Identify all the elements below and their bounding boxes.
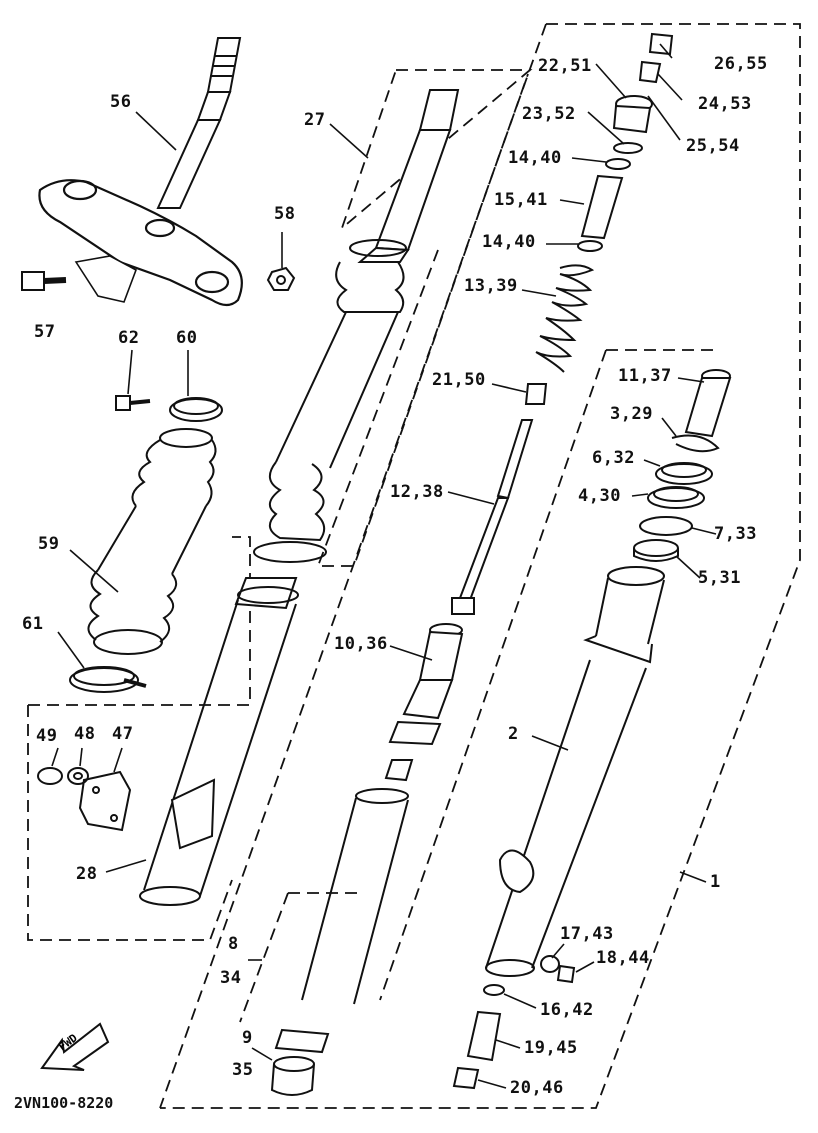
label-4-30: 4,30 bbox=[578, 486, 621, 506]
label-60: 60 bbox=[176, 328, 198, 348]
slide-metal-11 bbox=[684, 369, 732, 438]
label-18-44: 18,44 bbox=[596, 948, 650, 968]
bolt-57 bbox=[21, 271, 67, 291]
clamp-47 bbox=[78, 770, 132, 832]
label-25-54: 25,54 bbox=[686, 136, 740, 156]
fork-inner-tube-27 bbox=[234, 89, 460, 610]
cap-22 bbox=[612, 95, 653, 134]
washer-14-bottom bbox=[577, 240, 603, 252]
label-47: 47 bbox=[112, 724, 134, 744]
label-13-39: 13,39 bbox=[464, 276, 518, 296]
steering-stem-56 bbox=[156, 37, 242, 209]
fork-boot-59 bbox=[87, 428, 217, 655]
group-outline-8-9 bbox=[239, 892, 360, 1023]
label-8: 8 bbox=[228, 934, 239, 954]
label-1: 1 bbox=[710, 872, 721, 892]
drawing-code: 2VN100-8220 bbox=[14, 1094, 114, 1112]
washer-48 bbox=[67, 767, 89, 785]
band-60 bbox=[169, 397, 223, 422]
label-12-38: 12,38 bbox=[390, 482, 444, 502]
label-19-45: 19,45 bbox=[524, 1038, 578, 1058]
label-14-40-bottom: 14,40 bbox=[482, 232, 536, 252]
label-2: 2 bbox=[508, 724, 519, 744]
label-56: 56 bbox=[110, 92, 132, 112]
cap-49 bbox=[37, 767, 63, 785]
label-26-55: 26,55 bbox=[714, 54, 768, 74]
label-15-41: 15,41 bbox=[494, 190, 548, 210]
cylinder-10 bbox=[384, 623, 464, 782]
group-outline-11-lower bbox=[379, 349, 720, 1001]
label-62: 62 bbox=[118, 328, 140, 348]
label-34: 34 bbox=[220, 968, 242, 988]
clip-3 bbox=[671, 434, 720, 453]
damper-rod-12 bbox=[451, 419, 534, 615]
label-28: 28 bbox=[76, 864, 98, 884]
group-outline-outer-tube-assembly bbox=[159, 23, 801, 1109]
band-61 bbox=[69, 666, 147, 693]
group-outline-28 bbox=[27, 536, 251, 941]
label-21-50: 21,50 bbox=[432, 370, 486, 390]
washer-14-top bbox=[605, 158, 631, 170]
label-17-43: 17,43 bbox=[560, 924, 614, 944]
oring-23 bbox=[613, 142, 643, 154]
label-7-33: 7,33 bbox=[714, 524, 757, 544]
dust-seal-6 bbox=[655, 462, 713, 485]
label-59: 59 bbox=[38, 534, 60, 554]
screw-20 bbox=[452, 1066, 480, 1090]
under-bracket bbox=[38, 179, 243, 307]
oil-seal-4 bbox=[647, 486, 705, 509]
label-6-32: 6,32 bbox=[592, 448, 635, 468]
bushing-9 bbox=[270, 1056, 315, 1096]
label-58: 58 bbox=[274, 204, 296, 224]
label-11-37: 11,37 bbox=[618, 366, 672, 386]
label-35: 35 bbox=[232, 1060, 254, 1080]
bolt-18 bbox=[556, 964, 576, 984]
label-22-51: 22,51 bbox=[538, 56, 592, 76]
nut-24 bbox=[638, 60, 662, 84]
label-16-42: 16,42 bbox=[540, 1000, 594, 1020]
bushing-5 bbox=[633, 539, 679, 562]
inner-tube-8 bbox=[274, 788, 409, 1054]
gasket-16 bbox=[483, 984, 505, 996]
screw-62 bbox=[115, 395, 151, 411]
label-49: 49 bbox=[36, 726, 58, 746]
label-14-40-top: 14,40 bbox=[508, 148, 562, 168]
label-27: 27 bbox=[304, 110, 326, 130]
outer-tube-28 bbox=[139, 586, 299, 906]
label-57: 57 bbox=[34, 322, 56, 342]
label-24-53: 24,53 bbox=[698, 94, 752, 114]
label-10-36: 10,36 bbox=[334, 634, 388, 654]
spacer-15 bbox=[580, 174, 624, 240]
nut-58 bbox=[266, 266, 296, 291]
rebound-spring-21 bbox=[524, 383, 548, 405]
gasket-17 bbox=[540, 955, 560, 973]
plunger-19 bbox=[466, 1010, 502, 1062]
washer-7 bbox=[639, 516, 693, 536]
label-9: 9 bbox=[242, 1028, 253, 1048]
label-20-46: 20,46 bbox=[510, 1078, 564, 1098]
label-3-29: 3,29 bbox=[610, 404, 653, 424]
label-61: 61 bbox=[22, 614, 44, 634]
label-5-31: 5,31 bbox=[698, 568, 741, 588]
leader-lines bbox=[51, 43, 717, 1089]
spring-13 bbox=[535, 264, 595, 373]
fwd-arrow-icon bbox=[40, 1022, 110, 1071]
label-48: 48 bbox=[74, 724, 96, 744]
label-23-52: 23,52 bbox=[522, 104, 576, 124]
outer-tube-2 bbox=[485, 566, 665, 977]
